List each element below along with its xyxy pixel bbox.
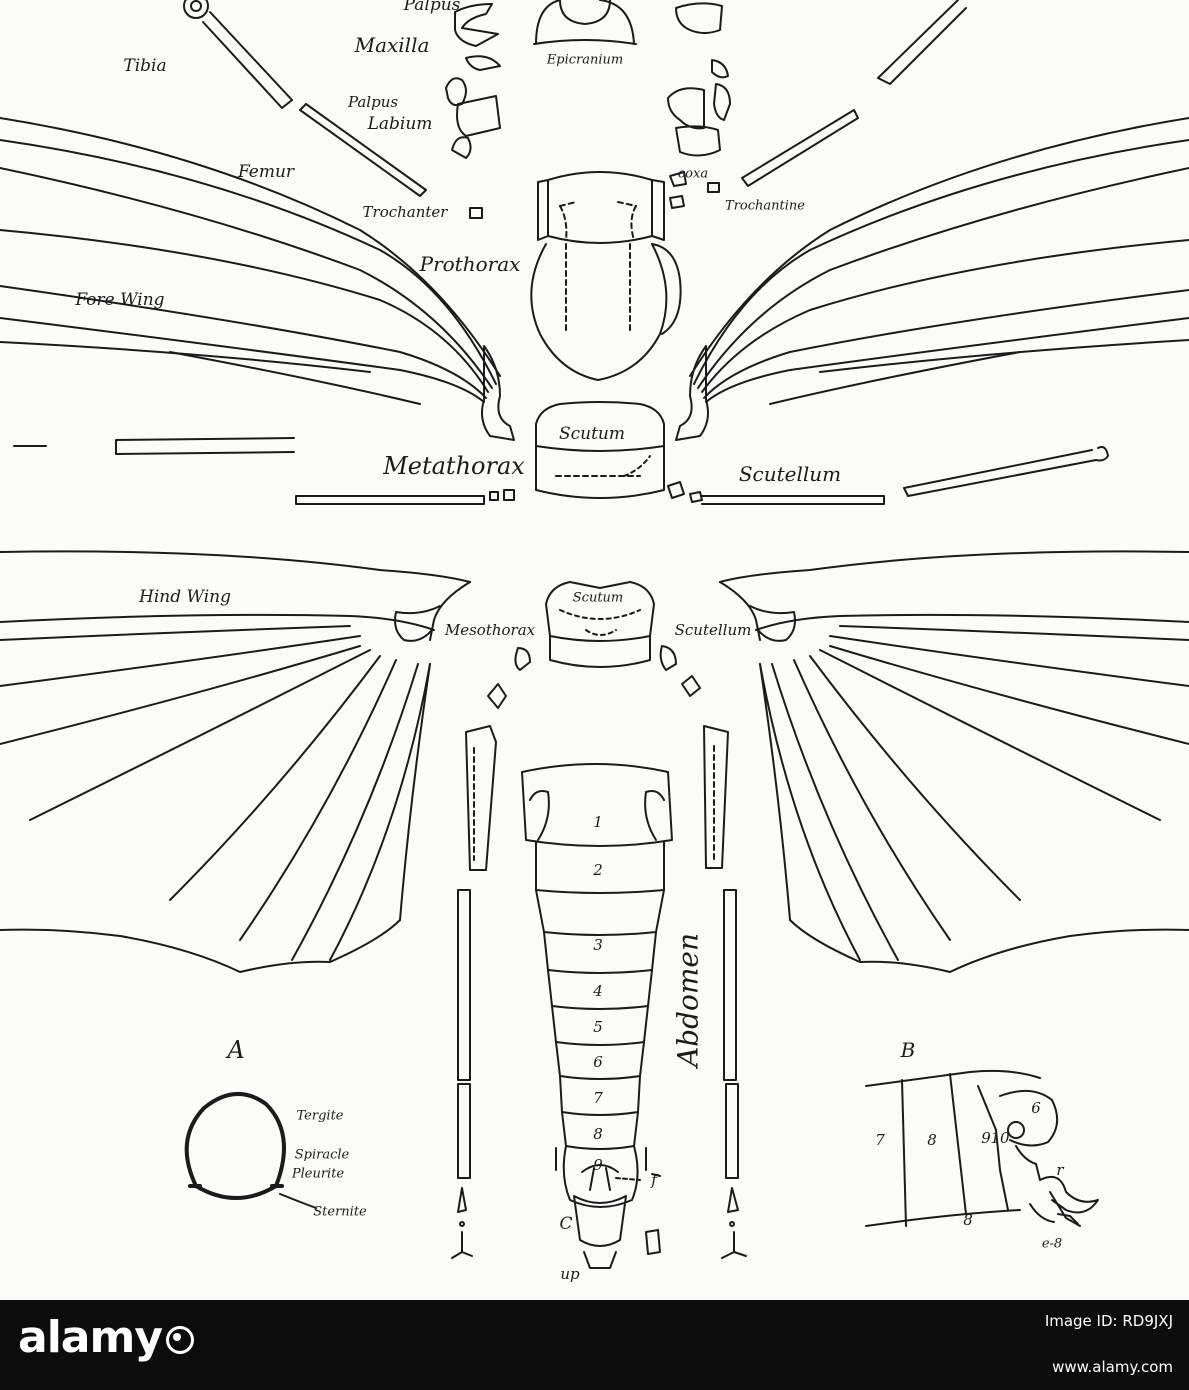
insect-anatomy-figure: Palpus Maxilla Epicranium Tibia Palpus L…: [0, 0, 1189, 1283]
inset-b-seg9: 9: [981, 1129, 991, 1147]
abdomen-segment-4: 4: [593, 982, 603, 1000]
inset-b-section: [865, 1069, 1099, 1227]
label-r: r: [1056, 1161, 1064, 1179]
label-mesothorax: Mesothorax: [444, 621, 536, 639]
metathorax-shape: [489, 401, 703, 503]
inset-b-seg8: 8: [927, 1131, 937, 1149]
inset-b-seg10: 10: [990, 1129, 1010, 1147]
label-tibia: Tibia: [123, 56, 167, 76]
label-trochanter: Trochanter: [362, 203, 448, 221]
hind-legs: [451, 725, 747, 1259]
abdomen-segment-8: 8: [593, 1125, 603, 1143]
inset-b-seg6: 6: [1031, 1099, 1041, 1117]
inset-b-seg8-lower: 8: [963, 1211, 973, 1229]
label-inset-b: B: [900, 1038, 916, 1062]
label-scutellum-upper: Scutellum: [738, 462, 842, 486]
label-c: C: [559, 1214, 573, 1234]
alamy-logo-icon: [166, 1326, 194, 1354]
label-palpus-top: Palpus: [403, 0, 461, 15]
front-legs: [299, 103, 859, 219]
label-inset-a: A: [227, 1036, 245, 1064]
abdomen-segment-6: 6: [593, 1053, 603, 1071]
site-url: www.alamy.com: [1052, 1358, 1173, 1376]
label-fore-wing: Fore Wing: [75, 290, 165, 310]
label-scutum-upper: Scutum: [558, 424, 626, 444]
label-sternite: Sternite: [313, 1204, 367, 1220]
label-prothorax: Prothorax: [419, 252, 521, 276]
abdomen-segment-1: 1: [593, 813, 603, 831]
head-parts: [183, 0, 967, 159]
prothorax-shape: [530, 171, 682, 381]
label-epicranium: Epicranium: [546, 52, 624, 68]
abdomen-segment-2: 2: [593, 861, 603, 879]
label-tergite: Tergite: [296, 1108, 344, 1124]
watermark-footer: alamy Image ID: RD9JXJ www.alamy.com: [0, 1300, 1189, 1390]
label-femur: Femur: [237, 162, 295, 182]
label-e8: e-8: [1041, 1236, 1063, 1252]
label-abdomen: Abdomen: [671, 932, 705, 1068]
label-f: f: [651, 1171, 657, 1189]
label-maxilla: Maxilla: [354, 33, 430, 57]
mesothorax-shape: [487, 581, 701, 709]
label-up: up: [560, 1265, 580, 1283]
middle-legs: [13, 437, 1109, 505]
hind-wings: [0, 550, 1189, 973]
label-pleurite: Pleurite: [291, 1166, 345, 1182]
inset-a-section: [184, 1091, 317, 1209]
abdomen-segment-7: 7: [593, 1089, 603, 1107]
label-spiracle: Spiracle: [294, 1147, 350, 1163]
abdomen-segment-5: 5: [593, 1018, 603, 1036]
label-trochantine: Trochantine: [725, 198, 805, 214]
label-scutum-lower: Scutum: [572, 590, 624, 606]
alamy-logo: alamy: [18, 1312, 194, 1363]
abdomen-segment-9: 9: [593, 1156, 603, 1174]
label-hind-wing: Hind Wing: [139, 587, 231, 607]
image-id: Image ID: RD9JXJ: [1044, 1312, 1173, 1330]
abdomen-shape: [521, 763, 673, 1269]
label-palpus-labium: Palpus: [347, 93, 399, 111]
label-coxa: coxa: [677, 166, 709, 182]
fore-wings: [0, 117, 1189, 441]
abdomen-segment-3: 3: [593, 936, 603, 954]
anatomy-drawing: [0, 0, 1189, 1269]
inset-b-seg7: 7: [875, 1131, 885, 1149]
label-labium: Labium: [367, 114, 433, 134]
label-metathorax: Metathorax: [383, 452, 525, 480]
label-scutellum-lower: Scutellum: [674, 621, 752, 639]
